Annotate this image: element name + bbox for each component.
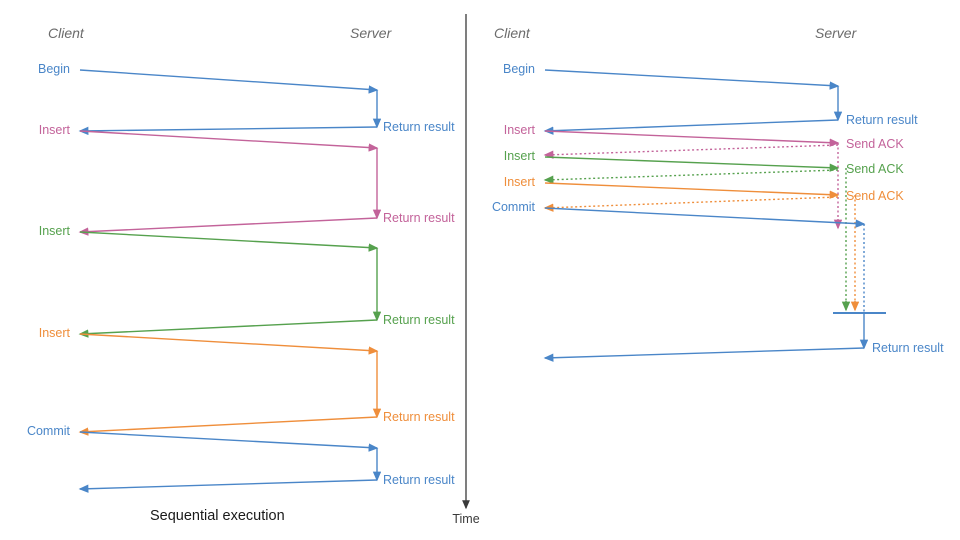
return-result-label: Return result [383,410,455,424]
request-arrow [79,333,379,355]
message-label: Insert [503,175,535,189]
send-ack-label: Send ACK [846,189,904,203]
response-arrow [78,217,378,236]
response-arrow-begin [543,119,839,135]
return-result-label-commit: Return result [872,341,944,355]
message-label: Insert [503,123,535,137]
message-label: Insert [38,123,70,137]
return-result-label: Return result [383,120,455,134]
request-arrow [544,182,840,199]
return-result-label: Return result [383,473,455,487]
response-arrow [78,416,378,436]
request-arrow [79,231,379,252]
message-label-commit: Commit [491,200,535,214]
return-result-label: Return result [383,313,455,327]
send-ack-label: Send ACK [846,162,904,176]
response-arrow [78,319,378,338]
time-axis-label: Time [452,512,480,526]
request-arrow [544,156,840,172]
response-arrow-commit [543,347,865,362]
message-label: Commit [26,424,70,438]
response-arrow [78,126,378,136]
request-arrow [79,431,379,452]
request-arrow [544,130,840,147]
caption-sequential: Sequential execution [150,508,285,524]
server-header-sequential: Server [350,25,392,41]
message-label: Insert [503,149,535,163]
request-arrow-commit [544,207,866,228]
client-header-sequential: Client [48,25,84,41]
message-label: Insert [38,326,70,340]
message-label-begin: Begin [503,62,535,76]
response-arrow [78,479,378,493]
ack-arrow [543,169,839,184]
return-result-label: Return result [383,211,455,225]
message-label: Insert [38,224,70,238]
request-arrow-begin [544,69,840,90]
ack-arrow [543,144,839,159]
message-label: Begin [38,62,70,76]
request-arrow [79,130,379,152]
request-arrow [79,69,379,94]
client-header-parallel: Client [494,25,530,41]
send-ack-label: Send ACK [846,137,904,151]
return-result-label-begin: Return result [846,113,918,127]
server-header-parallel: Server [815,25,857,41]
ack-arrow [543,196,839,212]
